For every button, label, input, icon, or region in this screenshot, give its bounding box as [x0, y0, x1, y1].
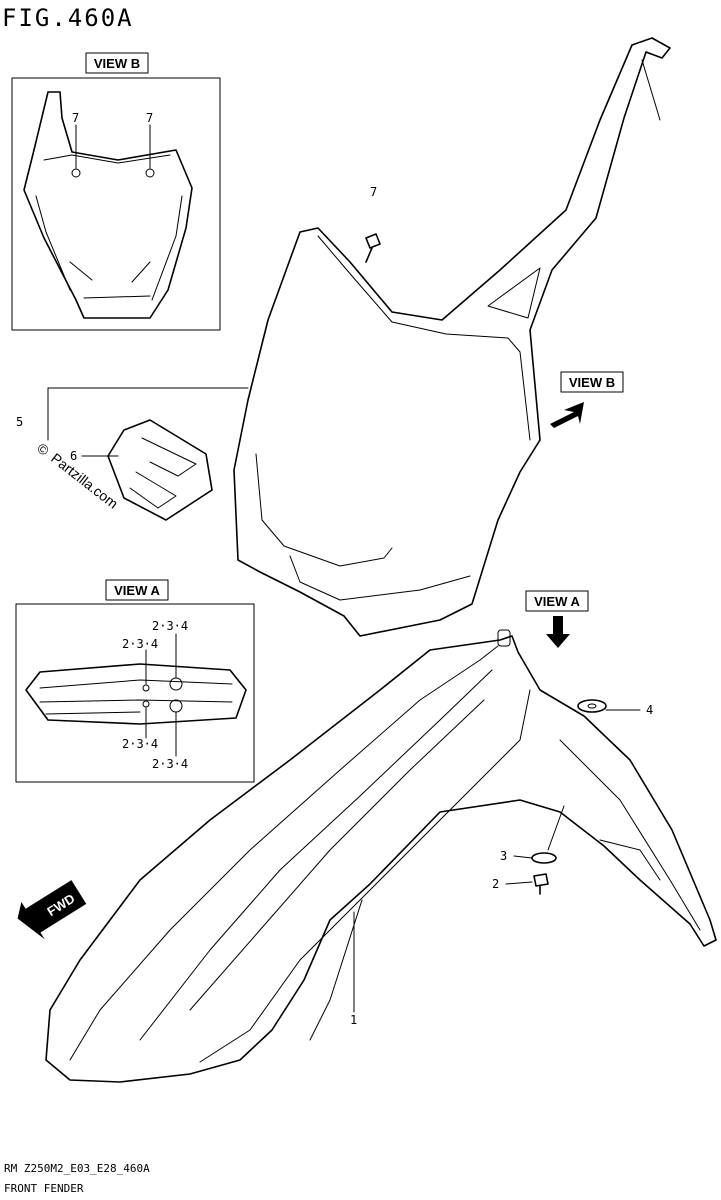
fender-outline	[45, 635, 717, 1083]
view-b-arrow	[550, 402, 584, 428]
view-a-bolt-lower-left	[142, 700, 150, 708]
callout-7-view-b-left: 7	[72, 111, 79, 125]
fender-ribs	[69, 645, 701, 1063]
view-b-pointer: VIEW B	[550, 371, 624, 428]
view-a-bolt-lower-right	[169, 699, 183, 713]
callout-3-leader	[513, 855, 533, 859]
callout-6: 6	[70, 449, 77, 463]
callout-2-leader	[505, 881, 533, 885]
fender-top-ribs	[39, 679, 233, 715]
callout-2: 2	[492, 877, 499, 891]
fwd-arrow	[17, 880, 87, 940]
figure-title: FIG.460A	[2, 4, 134, 32]
fastener-group: 3 2	[492, 805, 565, 895]
view-a-pointer-label: VIEW A	[534, 594, 580, 609]
view-a-frame	[15, 603, 255, 783]
view-b-label-box	[85, 52, 149, 74]
view-a-arrow	[546, 616, 570, 648]
view-a-label: VIEW A	[114, 583, 160, 598]
washer-3	[531, 852, 557, 864]
callout-3: 3	[500, 849, 507, 863]
number-plate-detail-lines	[255, 59, 661, 601]
bolt-2	[533, 873, 549, 895]
view-b-inset: VIEW B 7 7	[11, 52, 221, 331]
view-a-bolt-upper-right	[169, 677, 183, 691]
callout-7-view-b-right: 7	[146, 111, 153, 125]
number-plate-assembly: 7	[233, 37, 671, 637]
bracket-5	[47, 387, 249, 441]
washer-4-hole	[587, 703, 597, 709]
callout-1: 1	[350, 1013, 357, 1027]
front-fender: 1	[45, 629, 717, 1083]
number-plate-front-outline	[23, 91, 193, 319]
fender-top-outline	[25, 663, 247, 725]
fastener-axis	[547, 805, 565, 851]
decal-group: 5 6 © Partzilla.com	[16, 387, 249, 521]
number-plate-outline	[233, 37, 671, 637]
callout-7-main: 7	[370, 185, 377, 199]
view-a-bolt-upper-left	[142, 684, 150, 692]
view-a-pointer: VIEW A	[525, 590, 589, 648]
forward-indicator: FWD	[17, 880, 87, 940]
section-name: FRONT FENDER	[4, 1182, 84, 1195]
view-b-pointer-label: VIEW B	[569, 375, 615, 390]
callout-4: 4	[646, 703, 653, 717]
callout-view-a-top-right: 2·3·4	[152, 619, 188, 633]
view-b-clip-left	[71, 168, 81, 178]
callout-view-a-bottom-right: 2·3·4	[152, 757, 188, 771]
watermark-text: Partzilla.com	[48, 450, 121, 512]
view-a-pointer-box	[525, 590, 589, 612]
washer-4-group: 4	[577, 699, 653, 717]
callout-view-a-top-left: 2·3·4	[122, 637, 158, 651]
callout-5: 5	[16, 415, 23, 429]
view-b-label: VIEW B	[94, 56, 140, 71]
view-a-label-box	[105, 579, 169, 601]
decal-6-logo	[129, 437, 197, 509]
watermark-symbol: ©	[34, 440, 53, 459]
view-b-frame	[11, 77, 221, 331]
decal-6-outline	[107, 419, 213, 521]
number-plate-front-detail	[35, 154, 183, 301]
view-a-inset: VIEW A 2·3·4 2·3·4 2·3·4 2·3·4	[15, 579, 255, 783]
model-code: RM Z250M2_E03_E28_460A	[4, 1162, 150, 1175]
washer-4	[577, 699, 607, 713]
bolt-7	[365, 233, 381, 263]
view-b-clip-right	[145, 168, 155, 178]
callout-view-a-bottom-left: 2·3·4	[122, 737, 158, 751]
view-b-pointer-box	[560, 371, 624, 393]
fender-stud	[497, 629, 511, 647]
